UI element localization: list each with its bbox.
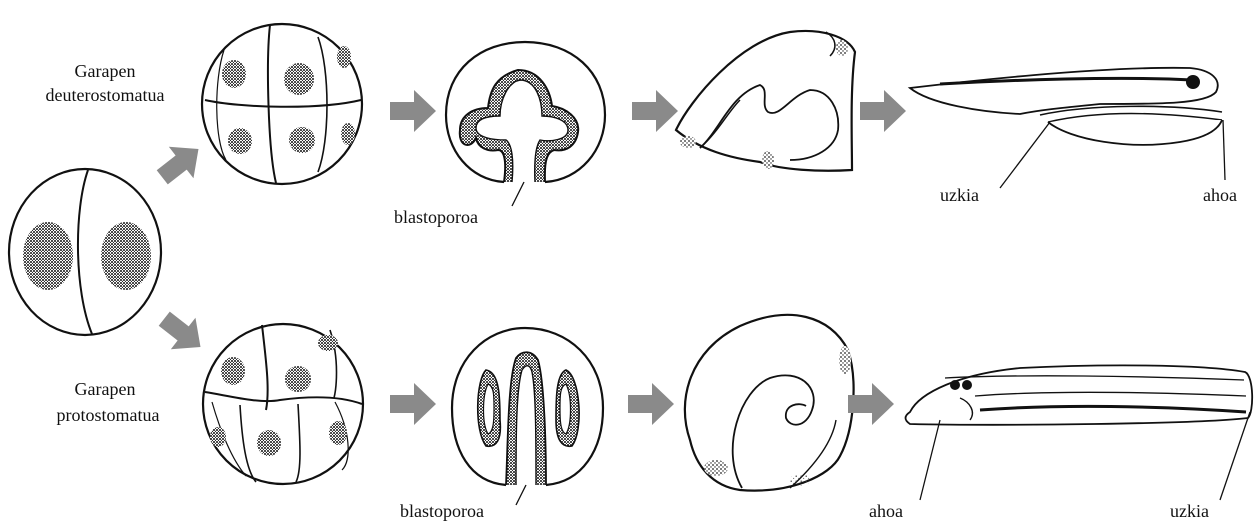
anus-label-top: uzkia [940, 184, 979, 206]
branch-arrow-up [150, 133, 211, 193]
blastopore-label-bottom: blastoporoa [400, 500, 484, 522]
step-arrow [390, 90, 436, 132]
deuterostome-larva [910, 68, 1225, 188]
step-arrow [848, 383, 894, 425]
protostome-title-line2: protostomatua [28, 404, 188, 426]
step-arrow [860, 90, 906, 132]
two-cell-embryo [9, 169, 161, 335]
step-arrow [632, 90, 678, 132]
deuterostome-title-line1: Garapen [40, 60, 170, 82]
nucleus-right [101, 222, 151, 290]
spiral-cleavage-embryo [203, 324, 363, 484]
step-arrow [390, 383, 436, 425]
radial-cleavage-embryo [202, 24, 362, 184]
deuterostome-embryo [676, 31, 855, 171]
mouth-label-top: ahoa [1203, 184, 1237, 206]
nucleus-left [23, 222, 73, 290]
protostome-embryo [685, 315, 854, 491]
deuterostome-gastrula [446, 42, 605, 206]
mouth-label-bottom: ahoa [869, 500, 903, 522]
step-arrow [628, 383, 674, 425]
protostome-larva [906, 365, 1253, 500]
blastopore-label-top: blastoporoa [394, 206, 478, 228]
protostome-title-line1: Garapen [40, 378, 170, 400]
deuterostome-title-line2: deuterostomatua [25, 84, 185, 106]
branch-arrow-down [152, 303, 213, 363]
protostome-gastrula [452, 328, 603, 505]
anus-label-bottom: uzkia [1170, 500, 1209, 522]
